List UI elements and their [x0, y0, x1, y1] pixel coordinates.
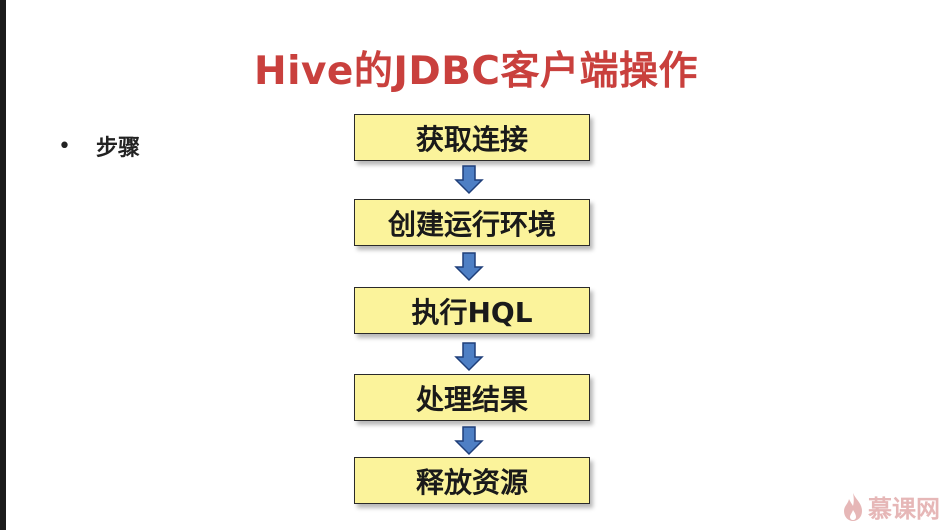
logo-text: 慕课网 — [868, 495, 940, 523]
flow-step-create-env: 创建运行环境 — [354, 199, 590, 246]
down-arrow-icon — [454, 426, 484, 456]
watermark-logo: 慕课网 — [842, 489, 940, 524]
down-arrow-icon — [454, 165, 484, 195]
bullet-text: 步骤 — [96, 136, 141, 161]
flame-icon — [844, 492, 862, 521]
slide-title: Hive的JDBC客户端操作 — [253, 49, 699, 94]
flow-step-process-result: 处理结果 — [354, 374, 590, 421]
flow-step-get-connection: 获取连接 — [354, 114, 590, 161]
flow-step-release-resources: 释放资源 — [354, 457, 590, 504]
flow-step-execute-hql: 执行HQL — [354, 287, 590, 334]
down-arrow-icon — [454, 342, 484, 372]
bullet-marker: • — [58, 133, 71, 159]
slide: Hive的JDBC客户端操作 • 步骤 获取连接 创建运行环境 执行HQL 处理… — [6, 0, 946, 530]
bullet-item: • 步骤 — [58, 130, 140, 162]
down-arrow-icon — [454, 252, 484, 282]
